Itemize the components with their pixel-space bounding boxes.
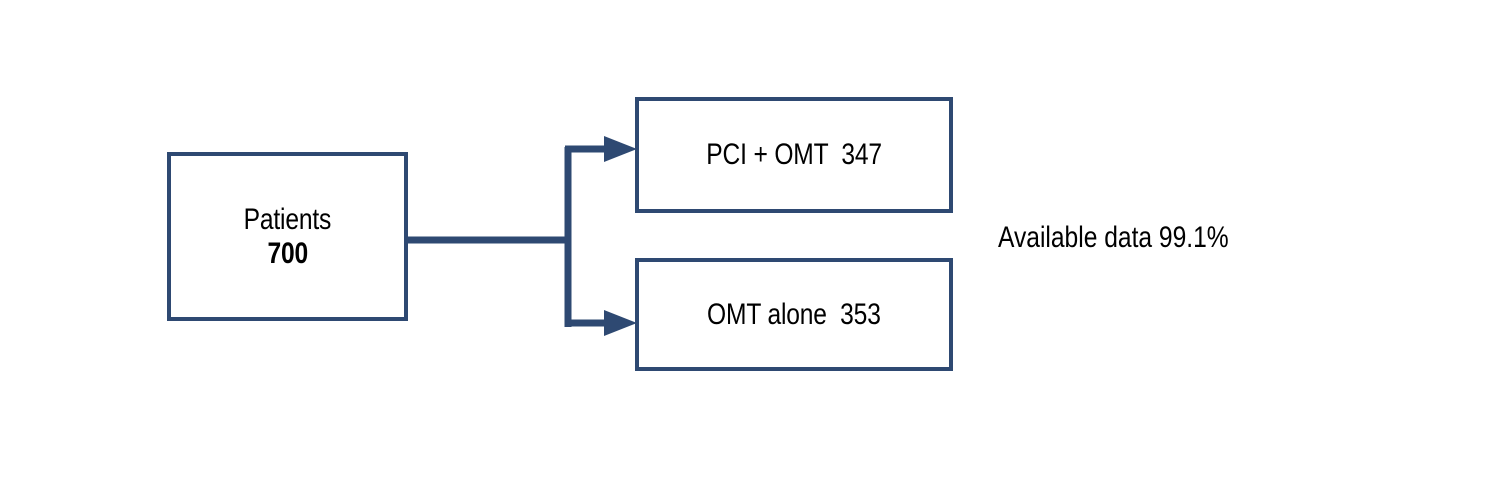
node-pci-omt: PCI + OMT 347 [635, 97, 953, 213]
node-pci-omt-label: PCI + OMT 347 [706, 138, 882, 172]
node-omt-alone: OMT alone 353 [635, 258, 953, 371]
arrowhead-lower-icon [604, 310, 637, 336]
node-omt-alone-label: OMT alone 353 [707, 297, 881, 331]
node-patients-label: Patients [243, 202, 332, 236]
node-patients: Patients 700 [167, 152, 408, 321]
annotation-available-data: Available data 99.1% [998, 221, 1229, 254]
arrowhead-upper-icon [604, 136, 637, 162]
node-patients-count: 700 [267, 236, 308, 270]
